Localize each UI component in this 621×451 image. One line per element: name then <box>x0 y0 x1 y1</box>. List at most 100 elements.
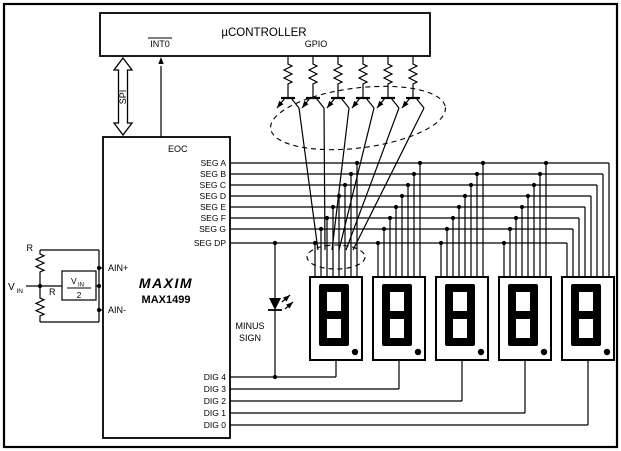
junction-dot <box>312 240 318 246</box>
seg-pin-label: SEG C <box>200 180 226 190</box>
seg-pin-label: SEG F <box>200 213 226 223</box>
gpio-resistor <box>332 62 344 86</box>
digit-hole <box>579 319 593 338</box>
digit-hole <box>516 319 530 338</box>
input-resistor-top <box>34 252 46 274</box>
junction-dot <box>324 215 330 221</box>
part-number: MAX1499 <box>142 294 191 306</box>
seg-pin-label: SEG G <box>199 224 226 234</box>
microcontroller-box <box>99 12 431 57</box>
seg-pin-label: SEG A <box>200 158 226 168</box>
maxim-logo: MAXIM <box>139 275 193 291</box>
spi-label: SPI <box>118 90 128 105</box>
transistor-collector <box>390 97 400 109</box>
emitter-arrow <box>352 100 359 108</box>
junction-dot <box>537 171 543 177</box>
transistor-collector <box>315 97 325 109</box>
junction-dot <box>480 160 486 166</box>
junction-dot <box>399 193 405 199</box>
minus-sign-label-2: SIGN <box>239 333 261 343</box>
junction-dot <box>96 283 102 289</box>
junction-dot <box>444 226 450 232</box>
transistor-group-ellipse <box>270 85 446 151</box>
junction-dot <box>411 171 417 177</box>
decimal-point <box>351 348 359 356</box>
junction-dot <box>96 307 102 313</box>
eoc-label: EOC <box>168 144 188 154</box>
decimal-point <box>477 348 485 356</box>
junction-dot <box>507 226 513 232</box>
junction-dot <box>462 193 468 199</box>
junction-dot <box>456 204 462 210</box>
junction-dot <box>501 240 507 246</box>
ain-minus-label: AIN- <box>108 305 126 315</box>
digit-hole <box>516 292 530 311</box>
transistor-collector <box>415 97 425 109</box>
junction-dot <box>519 204 525 210</box>
gpio-resistor <box>282 62 294 86</box>
junction-dot <box>336 193 342 199</box>
gpio-resistor <box>382 62 394 86</box>
microcontroller-title: µCONTROLLER <box>221 27 306 39</box>
dig-pin-label: DIG 4 <box>204 372 226 382</box>
junction-dot <box>375 240 381 246</box>
junction-dot <box>525 193 531 199</box>
display-digit <box>508 284 538 346</box>
vin-subscript: IN <box>17 288 24 295</box>
junction-dot <box>513 215 519 221</box>
junction-dot <box>348 171 354 177</box>
seg-pin-label: SEG E <box>200 202 226 212</box>
vin-label: V <box>8 282 15 293</box>
input-resistor-bottom <box>34 296 46 318</box>
spi-bus-arrow <box>112 56 134 137</box>
junction-dot <box>405 182 411 188</box>
junction-dot <box>354 160 360 166</box>
digit-hole <box>579 292 593 311</box>
led-arrowhead <box>283 295 290 302</box>
junction-dot <box>543 160 549 166</box>
adc-box <box>102 136 231 439</box>
junction-dot <box>438 240 444 246</box>
junction-dot <box>272 240 278 246</box>
dig-pin-label: DIG 2 <box>204 396 226 406</box>
display-digit <box>445 284 475 346</box>
transistor-collector <box>290 97 300 109</box>
junction-dot <box>450 215 456 221</box>
decimal-point <box>540 348 548 356</box>
digit-hole <box>390 292 404 311</box>
junction-dot <box>330 204 336 210</box>
junction-dot <box>272 374 278 380</box>
dig-pin-label: DIG 1 <box>204 408 226 418</box>
wiring-layer <box>26 56 615 426</box>
seg-pin-label: SEG D <box>200 191 226 201</box>
gpio-resistor <box>307 62 319 86</box>
dig-pin-label: DIG 3 <box>204 384 226 394</box>
junction-dot <box>468 182 474 188</box>
int0-label: INT0 <box>150 39 170 49</box>
emitter-arrow <box>327 100 334 108</box>
divider-denominator: 2 <box>77 290 82 300</box>
driver-wire <box>345 107 400 251</box>
junction-dot <box>387 215 393 221</box>
decimal-point <box>603 348 611 356</box>
driver-wire <box>352 107 425 251</box>
driver-wire <box>323 107 326 251</box>
driver-wire <box>298 107 319 251</box>
resistor-label-top: R <box>27 243 34 253</box>
junction-dot <box>531 182 537 188</box>
transistor-collector <box>365 97 375 109</box>
gpio-label: GPIO <box>305 39 328 49</box>
decimal-point <box>414 348 422 356</box>
junction-dot <box>342 182 348 188</box>
seg-pin-label: SEG DP <box>194 238 226 248</box>
display-digit <box>571 284 601 346</box>
seg-pin-label: SEG B <box>200 169 226 179</box>
emitter-arrow <box>377 100 384 108</box>
gpio-resistor <box>357 62 369 86</box>
divider-numerator-sub: IN <box>78 283 84 289</box>
emitter-arrow <box>402 100 409 108</box>
led-triangle <box>269 298 281 310</box>
display-digit <box>319 284 349 346</box>
